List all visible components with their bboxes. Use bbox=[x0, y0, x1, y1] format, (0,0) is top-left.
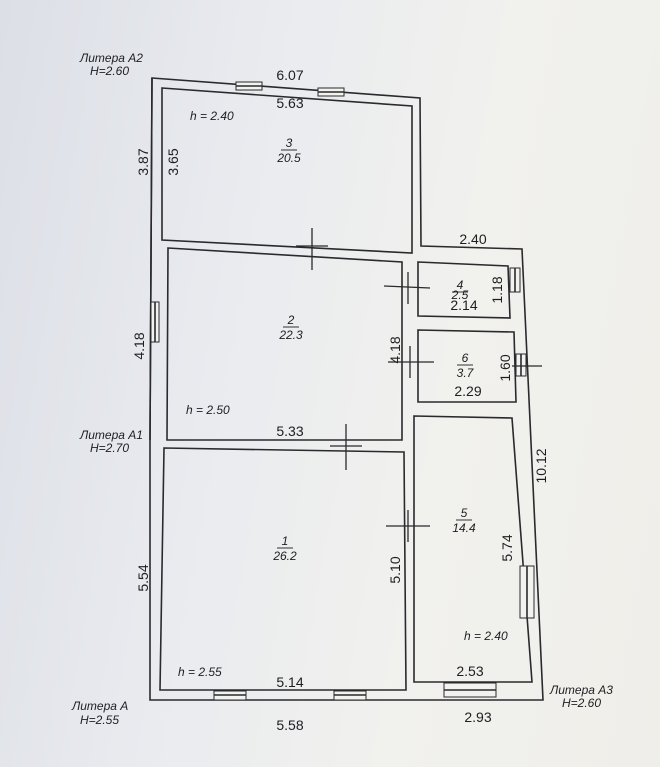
dim-r1-bottom-inner: 5.14 bbox=[276, 674, 303, 690]
dim-a1-right: 4.18 bbox=[387, 336, 403, 363]
room-5-label: 5 14.4 bbox=[452, 506, 476, 535]
liter-a3-name: Литера А3 bbox=[549, 683, 613, 697]
room-1-label: 1 26.2 bbox=[272, 534, 297, 563]
dim-r2-bottom: 5.33 bbox=[276, 423, 303, 439]
liter-a3-height: H=2.60 bbox=[562, 696, 601, 710]
room-6-label: 6 3.7 bbox=[457, 351, 475, 380]
liter-a2-height: H=2.60 bbox=[90, 64, 129, 78]
dim-r1-left: 5.54 bbox=[135, 564, 151, 591]
room-4-outline bbox=[417, 261, 511, 319]
liter-a-height: H=2.55 bbox=[80, 713, 119, 727]
room-6-area: 3.7 bbox=[457, 366, 475, 380]
room-2-area: 22.3 bbox=[278, 328, 303, 342]
room-2-number: 2 bbox=[287, 313, 295, 327]
liter-a2: Литера А2 H=2.60 bbox=[79, 51, 143, 78]
dim-a2-left-inner: 3.65 bbox=[165, 148, 181, 175]
doors bbox=[296, 228, 542, 542]
liter-a1-height: H=2.70 bbox=[90, 441, 129, 455]
outer-walls bbox=[149, 77, 544, 701]
liter-a-name: Литера А bbox=[71, 699, 128, 713]
room-1-height: h = 2.55 bbox=[178, 665, 222, 679]
dim-r5-bottom-inner: 2.53 bbox=[456, 663, 483, 679]
dim-r4-width: 2.14 bbox=[450, 297, 477, 313]
dim-bottom-a: 5.58 bbox=[276, 717, 303, 733]
dim-r1-right: 5.10 bbox=[387, 556, 403, 583]
room-2-height: h = 2.50 bbox=[186, 403, 230, 417]
room-3-outline bbox=[161, 87, 413, 254]
liter-a1: Литера А1 H=2.70 bbox=[79, 428, 143, 455]
room-1-area: 26.2 bbox=[272, 549, 297, 563]
dim-right-total: 10.12 bbox=[533, 448, 549, 483]
dim-bottom-a3: 2.93 bbox=[464, 709, 491, 725]
room-2-outline bbox=[166, 247, 403, 441]
room-4-number: 4 bbox=[457, 278, 464, 292]
room-5-outline bbox=[413, 415, 533, 683]
room-4-area: 2.5 bbox=[451, 288, 469, 302]
room-3-number: 3 bbox=[286, 136, 293, 150]
room-5-area: 14.4 bbox=[452, 521, 476, 535]
dim-r5-height: 5.74 bbox=[499, 534, 515, 561]
room-2-label: 2 22.3 bbox=[278, 313, 303, 342]
dim-r4-height: 1.18 bbox=[489, 276, 505, 303]
liter-a1-name: Литера А1 bbox=[79, 428, 143, 442]
dim-top-inner: 5.63 bbox=[276, 95, 303, 111]
room-5-number: 5 bbox=[461, 506, 468, 520]
dim-a1-left: 4.18 bbox=[131, 332, 147, 359]
room-4-label: 4 2.5 bbox=[451, 278, 469, 302]
room-6-number: 6 bbox=[462, 351, 469, 365]
room-1-number: 1 bbox=[282, 534, 289, 548]
dim-a2-left-outer: 3.87 bbox=[135, 148, 151, 175]
liter-a2-name: Литера А2 bbox=[79, 51, 143, 65]
windows bbox=[150, 81, 535, 701]
room-6-outline bbox=[417, 329, 517, 403]
room-3-height: h = 2.40 bbox=[190, 109, 234, 123]
door-r2-r4 bbox=[383, 285, 431, 289]
room-3-label: 3 20.5 bbox=[276, 136, 301, 165]
liter-a3: Литера А3 H=2.60 bbox=[549, 683, 613, 710]
dim-top-outer: 6.07 bbox=[276, 67, 303, 83]
room-5-height: h = 2.40 bbox=[464, 629, 508, 643]
dim-r6-height: 1.60 bbox=[497, 354, 513, 381]
room-1-outline bbox=[159, 447, 407, 691]
dim-r6-width: 2.29 bbox=[454, 383, 481, 399]
liter-a: Литера А H=2.55 bbox=[71, 699, 128, 727]
dim-a3-top: 2.40 bbox=[459, 231, 486, 247]
room-3-area: 20.5 bbox=[276, 151, 301, 165]
